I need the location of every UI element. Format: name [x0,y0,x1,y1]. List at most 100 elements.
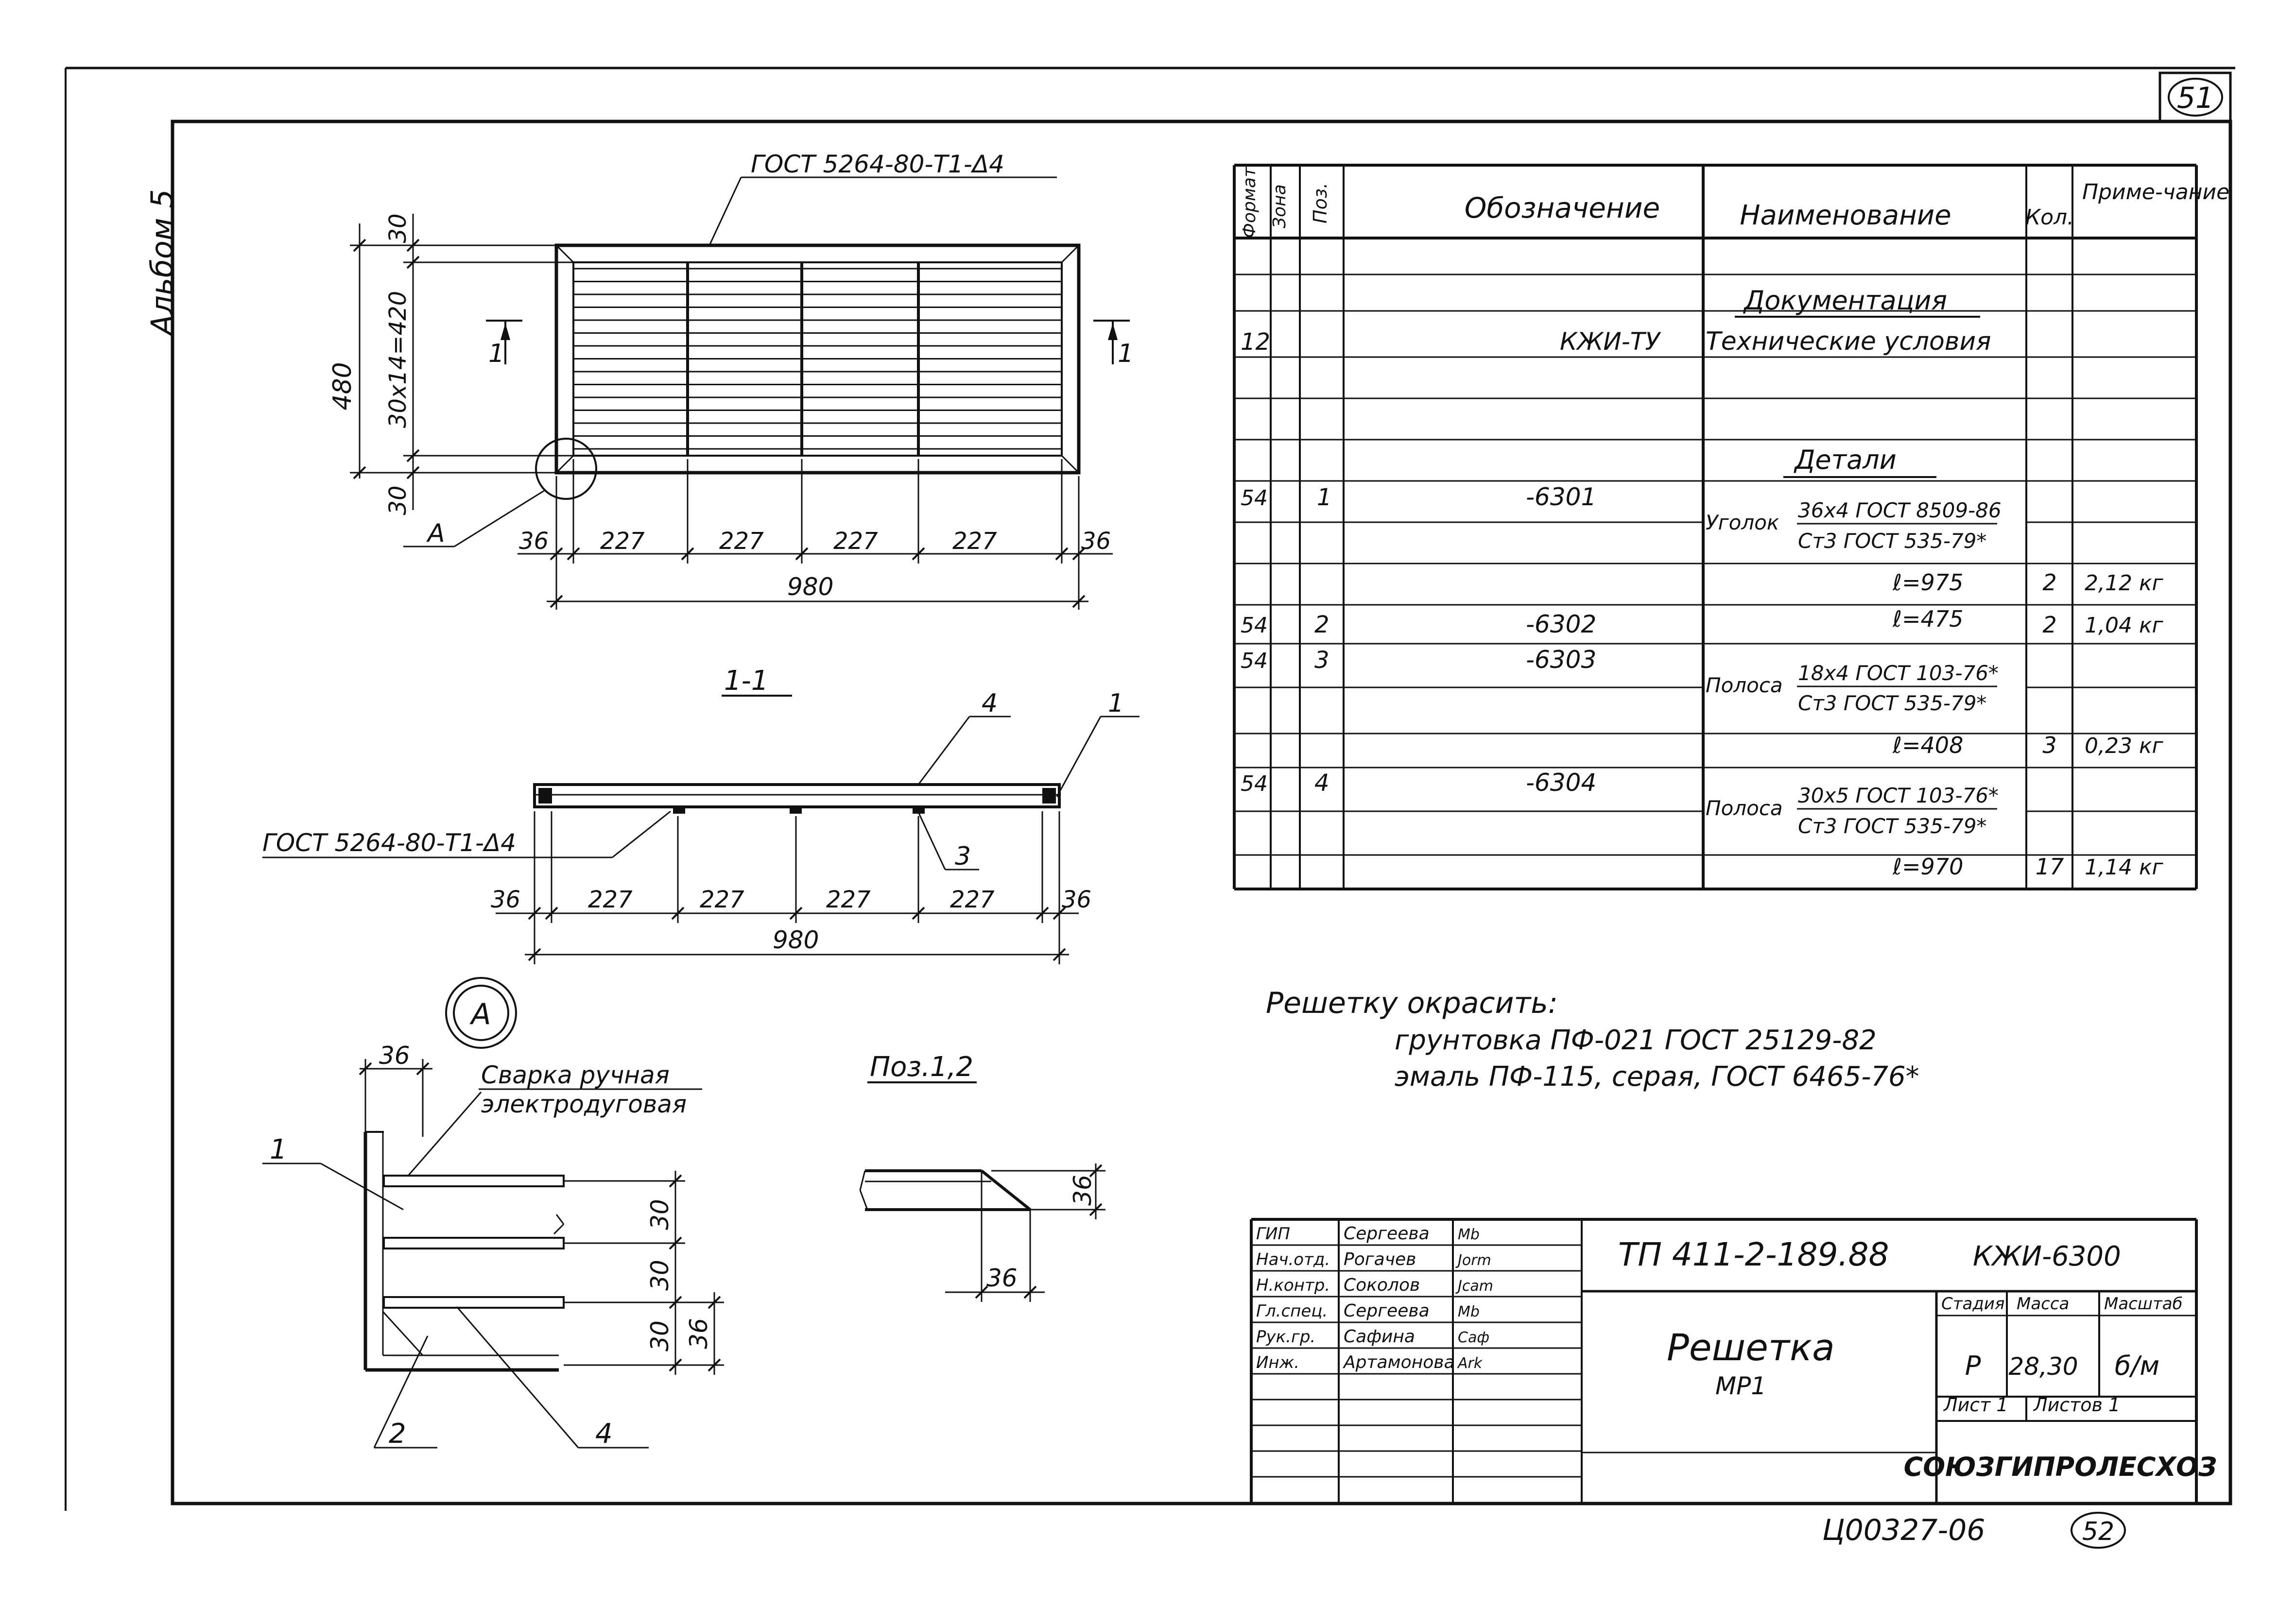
section-view: 1-1 4 1 3 ГОСТ 5264-80-Т1-Δ4 [262,665,1139,964]
plan-outer [554,243,1081,475]
tick [1023,1285,1037,1299]
section-rib [673,807,685,814]
tick [353,466,366,479]
poz12-dim-36-v: 36 [1069,1175,1097,1206]
poz12-dim-36-h: 36 [986,1264,1018,1292]
detail-dim-30-c: 30 [646,1320,674,1351]
spec-table: Формат Зона Поз. Обозначение Наименовани… [1233,164,2229,890]
section-rib [790,807,802,814]
tb-person-role: Рук.гр. [1256,1327,1315,1347]
tick [669,1174,682,1188]
archive-number: Ц00327-06 [1822,1513,1985,1547]
hdr-qty: Кол. [2025,205,2074,230]
weld-leader-section [612,810,671,858]
detail-dim-36-top: 36 [379,1042,410,1070]
break-mark [553,1223,565,1235]
tb-person-name: Сафина [1344,1327,1415,1347]
tb-person-name: Сергеева [1344,1224,1430,1244]
section-dim-span-2: 227 [700,886,744,913]
break-mark [859,1190,868,1210]
detail-a-callout-circle [535,438,597,500]
tb-person-role: Гл.спец. [1256,1301,1328,1321]
detail-angle-fillet [382,1311,424,1356]
row3-format: 54 [1241,649,1268,673]
row3-length: ℓ=408 [1892,732,1963,758]
dim-ticks-h [550,547,1086,608]
tb-stage: Р [1965,1351,1981,1381]
paint-note-line1: Решетку окрасить: [1266,986,1558,1020]
row4-name-bottom: Ст3 ГОСТ 535-79* [1798,814,1986,838]
detail-bar [383,1237,565,1249]
detail-note-leader [407,1092,482,1176]
arrow-head [501,323,510,340]
hdr-note: Приме-чание [2082,180,2229,205]
dim-span-1: 227 [600,528,645,555]
row4-name-top: 30х5 ГОСТ 103-76* [1798,784,1999,807]
docs-designation: КЖИ-ТУ [1560,327,1661,356]
tick [669,1296,682,1309]
row3-designation: -6303 [1526,646,1596,674]
section-angle-left [538,788,552,804]
sheet-no-top: 51 [2177,81,2214,115]
dim-height: 480 [328,362,357,410]
detail-dim-30-b: 30 [646,1260,674,1291]
tick [406,466,420,479]
section-dim-span-4: 227 [950,886,995,913]
detail-dim-30-a: 30 [646,1199,674,1230]
detail-a-leader [454,490,545,547]
row2-pos: 2 [1314,611,1329,638]
tb-code: КЖИ-6300 [1973,1241,2121,1272]
plan-bars [573,268,1062,450]
spec-grid [1233,164,2198,890]
section-mark-right-label: 1 [1118,339,1134,368]
tb-person-sign: Mb [1458,1303,1480,1320]
pos3-leader [917,812,946,870]
section-profile [533,783,1061,808]
detail-bar [383,1175,565,1187]
arrow-head [1108,323,1118,340]
detail-pos2-leader [373,1335,429,1448]
row2-qty: 2 [2042,612,2056,638]
tb-scale-label: Масштаб [2104,1294,2183,1314]
section-dim-total: 980 [773,926,819,954]
tb-person-sign: Jorm [1455,1252,1491,1269]
row2-note: 1,04 кг [2085,613,2164,638]
tb-person-role: Н.контр. [1256,1276,1330,1295]
section-title: 1-1 [724,665,768,697]
plan-corner [555,455,574,474]
tb-item-name: Решетка [1667,1326,1835,1369]
tb-person-role: Нач.отд. [1256,1250,1330,1269]
dim-mid: 30х14=420 [384,291,412,428]
detail-a-circle-inner [453,985,509,1041]
section-pos-1: 1 [1108,689,1124,718]
docs-format: 12 [1241,328,1270,356]
tick [416,1062,430,1076]
detail-a-circle-outer [445,977,517,1049]
detail-pos4-leader [456,1306,579,1448]
poz12-title: Поз.1,2 [870,1051,973,1083]
tb-sheet: Лист 1 [1943,1394,2008,1416]
docs-name: Технические условия [1706,327,1991,356]
ext-line [350,226,556,245]
tick [406,239,420,252]
row1-pos: 1 [1317,484,1332,511]
hdr-pos: Поз. [1310,183,1331,223]
tick [406,449,420,462]
section-mark-left-label: 1 [488,339,504,368]
tb-scale: б/м [2115,1351,2159,1381]
tb-person-name: Рогачев [1344,1249,1416,1269]
tick [669,1236,682,1250]
row3-name-bottom: Ст3 ГОСТ 535-79* [1798,691,1986,715]
hdr-zone: Зона [1270,184,1290,228]
poz12-bevel [981,1169,1031,1211]
tick [669,1358,682,1372]
section-pos-3: 3 [955,842,971,871]
plan-corner [1061,244,1080,263]
row1-format: 54 [1241,486,1268,511]
section-pos-4: 4 [982,689,998,718]
row3-name-prefix: Полоса [1706,673,1783,697]
dim-span-3: 227 [833,528,878,555]
row1-name-top: 36х4 ГОСТ 8509-86 [1798,498,2002,522]
sheet-no-bottom-oval [2071,1512,2126,1549]
